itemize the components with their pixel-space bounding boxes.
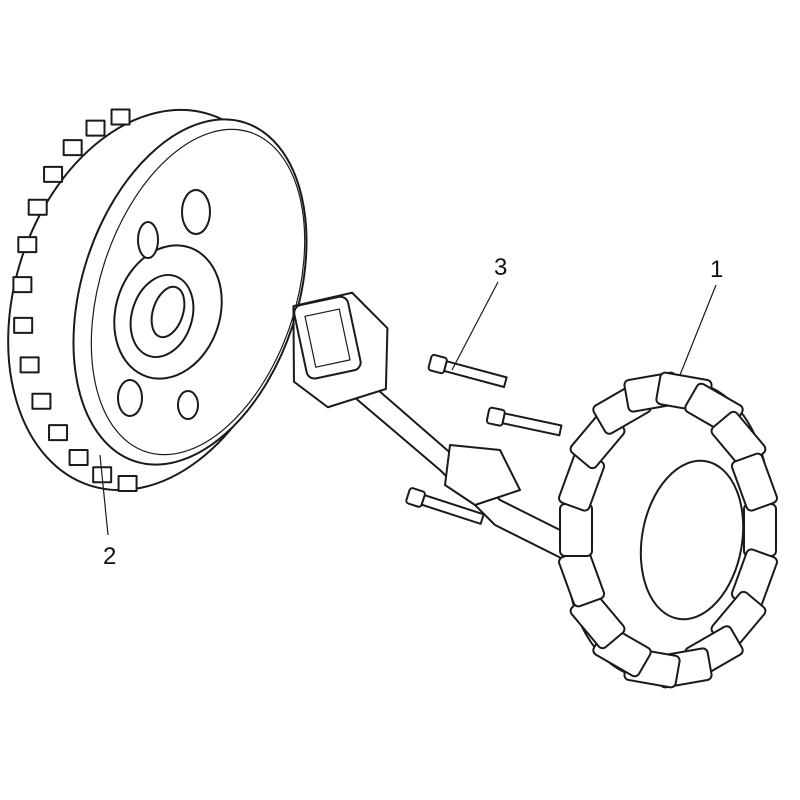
magnet-slot bbox=[19, 356, 40, 374]
magnet-slot bbox=[13, 316, 34, 334]
leader-line-1 bbox=[679, 284, 717, 376]
flywheel-magnet-slots bbox=[12, 108, 138, 492]
leader-line-3 bbox=[451, 281, 499, 371]
magnet-slot bbox=[17, 236, 38, 254]
callout-1: 1 bbox=[710, 256, 724, 283]
magnet-slot bbox=[62, 139, 83, 157]
stator-tooth bbox=[743, 503, 777, 557]
magnet-slot bbox=[48, 424, 69, 442]
callout-3: 3 bbox=[494, 254, 508, 281]
stator bbox=[558, 371, 778, 689]
stator-teeth bbox=[558, 371, 778, 689]
wiring-harness bbox=[292, 291, 626, 591]
bolts bbox=[405, 353, 563, 525]
stator-tooth bbox=[559, 503, 593, 557]
magnet-slot bbox=[27, 198, 48, 216]
magnet-slot bbox=[85, 119, 106, 137]
stator-tooth bbox=[730, 452, 778, 512]
magnet-slot bbox=[31, 392, 52, 410]
magnet-slot bbox=[68, 448, 89, 466]
magnet-slot bbox=[12, 276, 33, 294]
callout-2: 2 bbox=[103, 543, 117, 570]
leader-line-2 bbox=[99, 454, 109, 536]
magnet-slot bbox=[110, 108, 131, 126]
magnet-slot bbox=[117, 474, 138, 492]
flywheel bbox=[7, 108, 308, 492]
magnet-slot bbox=[43, 165, 64, 183]
